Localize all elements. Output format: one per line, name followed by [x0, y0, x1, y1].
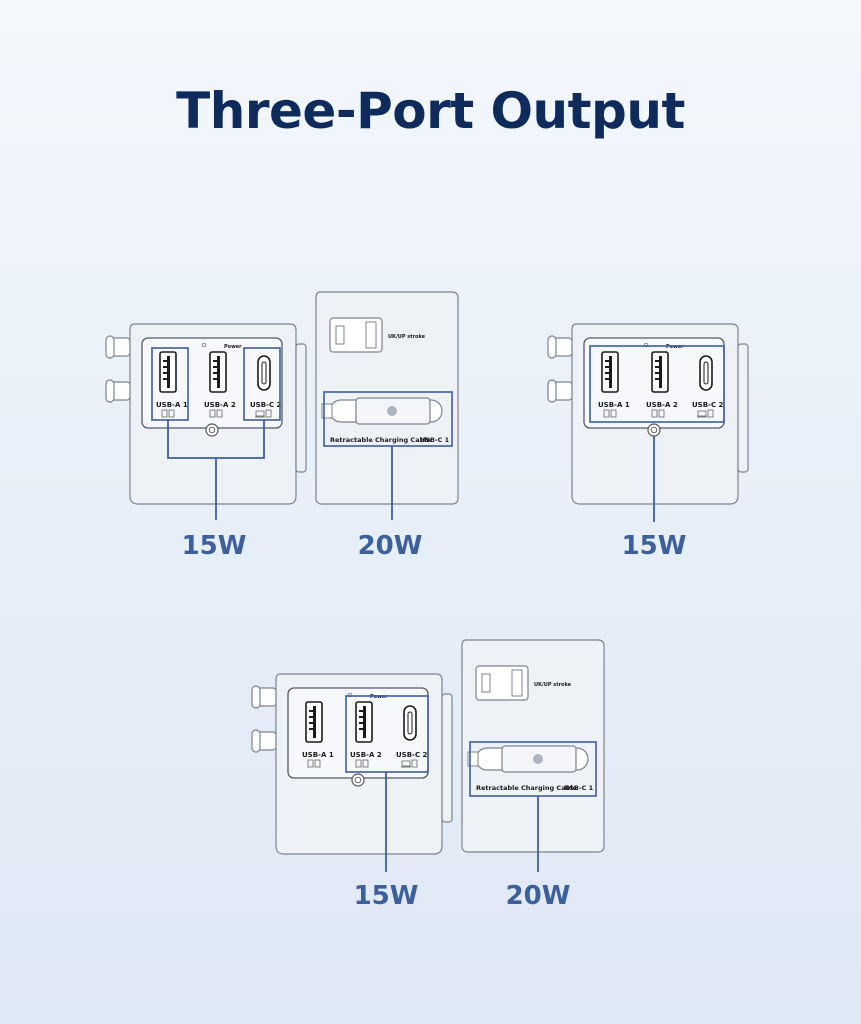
- adapter-front-1: Power USB-A 1 USB-A 2 USB-C 2: [105, 323, 307, 520]
- panel-1: Power USB-A 1 USB-A 2 USB-C 2 15W: [105, 291, 459, 561]
- usb-a1-label: USB-A 1: [302, 751, 334, 759]
- adapter-side-3: UK/UP stroke Retractable Charging Cable …: [461, 639, 605, 872]
- cable-port-label: USB-C 1: [420, 436, 450, 444]
- panel-3: Power USB-A 1 USB-A 2 USB-C 2 15W UK/UP …: [251, 639, 605, 911]
- usb-a1-icon: [305, 701, 323, 743]
- adapter-front-3: Power USB-A 1 USB-A 2 USB-C 2: [251, 673, 453, 872]
- watt-label: 15W: [182, 531, 247, 561]
- adapter-front-2: Power USB-A 1 USB-A 2 USB-C 2: [547, 323, 749, 522]
- usb-a1-label: USB-A 1: [156, 401, 188, 409]
- highlight-cable: [469, 741, 597, 797]
- cable-port-label: USB-C 1: [564, 784, 594, 792]
- cable-label: Retractable Charging Cable: [476, 784, 577, 792]
- highlight-usb-a1: [151, 347, 189, 421]
- usb-a2-label: USB-A 2: [350, 751, 382, 759]
- watt-label: 20W: [506, 881, 571, 911]
- usb-a2-label: USB-A 2: [646, 401, 678, 409]
- usb-c2-icon: [403, 705, 417, 741]
- usb-a1-icon: [159, 351, 177, 393]
- page-title: Three-Port Output: [176, 82, 685, 140]
- usb-a2-icon: [209, 351, 227, 393]
- plug-mark: UK/UP stroke: [388, 334, 426, 340]
- usb-a1-icon: [601, 351, 619, 393]
- usb-a2-icon: [355, 701, 373, 743]
- watt-label: 20W: [358, 531, 423, 561]
- watt-label: 15W: [354, 881, 419, 911]
- usb-c2-icon: [257, 355, 271, 391]
- usb-a2-icon: [651, 351, 669, 393]
- highlight-usb-c2: [243, 347, 281, 421]
- highlight-all-ports: [589, 345, 725, 423]
- power-label: Power: [224, 344, 242, 350]
- adapter-side-1: UK/UP stroke Retractable Charging Cable …: [315, 291, 459, 520]
- usb-c2-label: USB-C 2: [396, 751, 428, 759]
- plug-mark: UK/UP stroke: [534, 682, 572, 688]
- cable-label: Retractable Charging Cable: [330, 436, 431, 444]
- usb-c2-label: USB-C 2: [692, 401, 724, 409]
- power-label: Power: [370, 694, 388, 700]
- usb-c2-label: USB-C 2: [250, 401, 282, 409]
- highlight-cable: [323, 391, 453, 447]
- watt-label: 15W: [622, 531, 687, 561]
- usb-c2-icon: [699, 355, 713, 391]
- highlight-usb-a2-c2: [345, 695, 429, 773]
- usb-a2-label: USB-A 2: [204, 401, 236, 409]
- usb-a1-label: USB-A 1: [598, 401, 630, 409]
- power-label: Power: [666, 344, 684, 350]
- panel-2: Power USB-A 1 USB-A 2 USB-C 2 15W: [547, 323, 749, 561]
